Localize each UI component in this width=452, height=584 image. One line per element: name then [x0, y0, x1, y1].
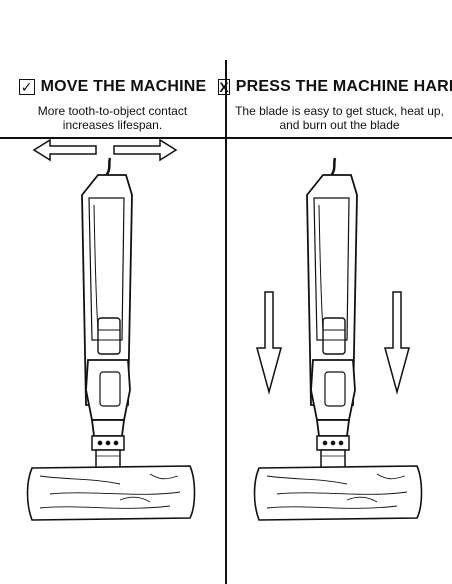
caption-line-1: More tooth-to-object contact	[37, 104, 188, 118]
caption-move-machine: More tooth-to-object contact increases l…	[0, 104, 225, 132]
oscillating-tool-icon	[81, 174, 133, 437]
check-box-icon: ✓	[18, 79, 35, 95]
heading-move-machine: ✓ MOVE THE MACHINE	[0, 78, 225, 96]
caption-line-1: The blade is easy to get stuck, heat up,	[235, 104, 444, 118]
title-press-machine: PRESS THE MACHINE HARD	[235, 78, 452, 95]
wood-log	[253, 465, 423, 521]
saw-blade	[91, 435, 125, 471]
title-move-machine: MOVE THE MACHINE	[40, 78, 207, 95]
caption-line-2: increases lifespan.	[62, 118, 163, 132]
oscillating-tool-icon	[306, 174, 358, 437]
caption-line-2: and burn out the blade	[279, 118, 400, 132]
press-machine-illustration	[253, 157, 423, 521]
horizontal-divider	[0, 137, 452, 139]
panel-press-machine: X PRESS THE MACHINE HARD The blade is ea…	[218, 0, 452, 584]
saw-blade	[316, 435, 350, 471]
down-arrow-icon	[256, 291, 410, 395]
vertical-divider	[225, 60, 227, 584]
panel-move-machine: ✓ MOVE THE MACHINE More tooth-to-object …	[0, 0, 225, 584]
heading-press-machine: X PRESS THE MACHINE HARD	[218, 78, 452, 96]
wood-log	[26, 465, 196, 521]
caption-press-machine: The blade is easy to get stuck, heat up,…	[227, 104, 452, 132]
x-box-icon: X	[218, 79, 230, 95]
move-machine-illustration	[26, 138, 196, 521]
left-right-arrows-icon	[32, 138, 178, 162]
